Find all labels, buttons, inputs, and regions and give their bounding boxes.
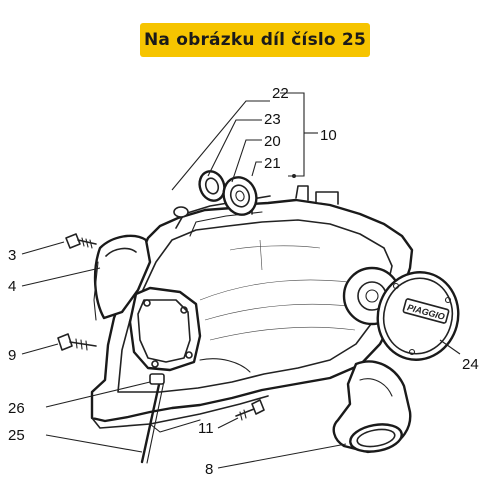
screw-3 (65, 233, 97, 249)
callout-23: 23 (264, 111, 281, 128)
callout-21: 21 (264, 155, 281, 172)
callout-26: 26 (8, 400, 25, 417)
callout-3: 3 (8, 247, 16, 264)
leader-lines (21, 92, 461, 469)
callout-22: 22 (272, 85, 289, 102)
logo-cover-plate: PIAGGIO (376, 271, 460, 361)
bearing-and-seals (198, 170, 258, 216)
callout-24: 24 (462, 356, 479, 373)
inspection-opening (128, 286, 251, 373)
callout-20: 20 (264, 133, 281, 150)
banner-title: Na obrázku díl číslo 25 (144, 30, 366, 50)
callout-4: 4 (8, 278, 16, 295)
long-pin-25 (140, 378, 165, 464)
screw-9 (57, 333, 97, 351)
callout-labels: 22 23 20 10 21 3 4 9 26 25 11 8 24 (8, 85, 479, 478)
callout-8: 8 (205, 461, 213, 478)
part-26 (149, 373, 165, 385)
air-duct-cover (332, 360, 412, 454)
callout-11: 11 (198, 420, 214, 437)
screw-11 (235, 399, 265, 421)
callout-9: 9 (8, 347, 16, 364)
callout-25: 25 (8, 427, 25, 444)
part-number-banner: Na obrázku díl číslo 25 (140, 23, 370, 57)
callout-10: 10 (320, 127, 337, 144)
